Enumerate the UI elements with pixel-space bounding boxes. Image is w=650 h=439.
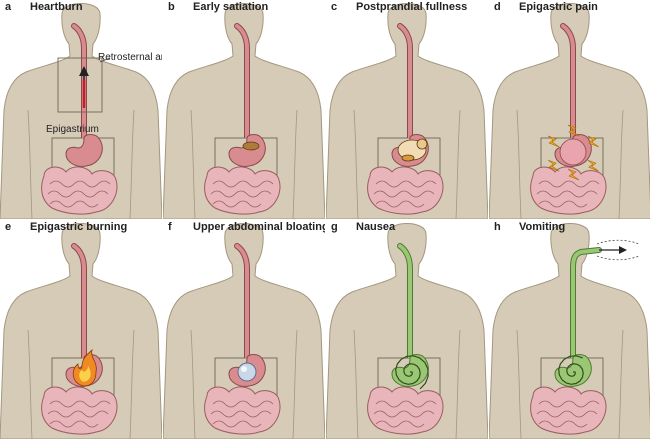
esophagus-stomach <box>228 23 266 167</box>
retrosternal-label: Retrosternal area <box>98 52 162 63</box>
intestines <box>41 166 118 215</box>
symptom-lightning <box>548 124 599 181</box>
panel-h: h Vomiting <box>489 220 650 439</box>
torso-illustration <box>489 3 650 219</box>
panel-letter: c <box>331 1 338 13</box>
intestines <box>367 386 444 435</box>
symptom-vomit <box>558 239 640 385</box>
epigastrium-label: Epigastrium <box>46 124 99 135</box>
panel-title: Epigastric burning <box>30 221 128 233</box>
torso-illustration <box>0 223 162 439</box>
torso-illustration <box>326 223 488 439</box>
panel-letter: b <box>168 1 175 13</box>
torso-illustration <box>163 223 325 439</box>
panel-title: Heartburn <box>30 1 83 13</box>
panel-title: Upper abdominal bloating <box>193 221 325 233</box>
panel-title: Early satiation <box>193 1 269 13</box>
panel-title: Vomiting <box>519 221 566 233</box>
body-silhouette <box>489 223 650 439</box>
panel-title: Nausea <box>356 221 396 233</box>
symptom-flame <box>72 348 97 387</box>
panel-letter: g <box>331 221 338 233</box>
symptom-food-small <box>242 141 260 151</box>
intestines <box>530 386 607 435</box>
symptom-food-full <box>397 138 428 162</box>
torso-illustration <box>326 3 488 219</box>
symptom-arrow-up <box>79 66 89 108</box>
torso-illustration <box>163 3 325 219</box>
panel-letter: e <box>5 221 12 233</box>
panel-title: Epigastric pain <box>519 1 598 13</box>
intestines <box>367 166 444 215</box>
panel-letter: d <box>494 1 501 13</box>
intestines <box>204 386 281 435</box>
panel-letter: f <box>168 221 172 233</box>
panel-d: d Epigastric pain <box>489 0 650 219</box>
intestines <box>41 386 118 435</box>
torso-illustration <box>489 223 650 439</box>
panel-c: c Postprandial fullness <box>326 0 488 219</box>
intestines <box>530 166 607 215</box>
torso-illustration <box>0 3 162 219</box>
body-silhouette <box>489 3 650 219</box>
symptom-spiral <box>395 355 429 390</box>
panel-letter: a <box>5 1 12 13</box>
panel-g: g Nausea <box>326 220 488 439</box>
panel-b: b Early satiation <box>163 0 325 219</box>
symptom-gas <box>237 362 257 382</box>
panel-title: Postprandial fullness <box>356 1 468 13</box>
intestines <box>204 166 281 215</box>
panel-letter: h <box>494 221 501 233</box>
panel-f: f Upper abdominal bloating <box>163 220 325 439</box>
panel-e: e Epigastric burning <box>0 220 162 439</box>
